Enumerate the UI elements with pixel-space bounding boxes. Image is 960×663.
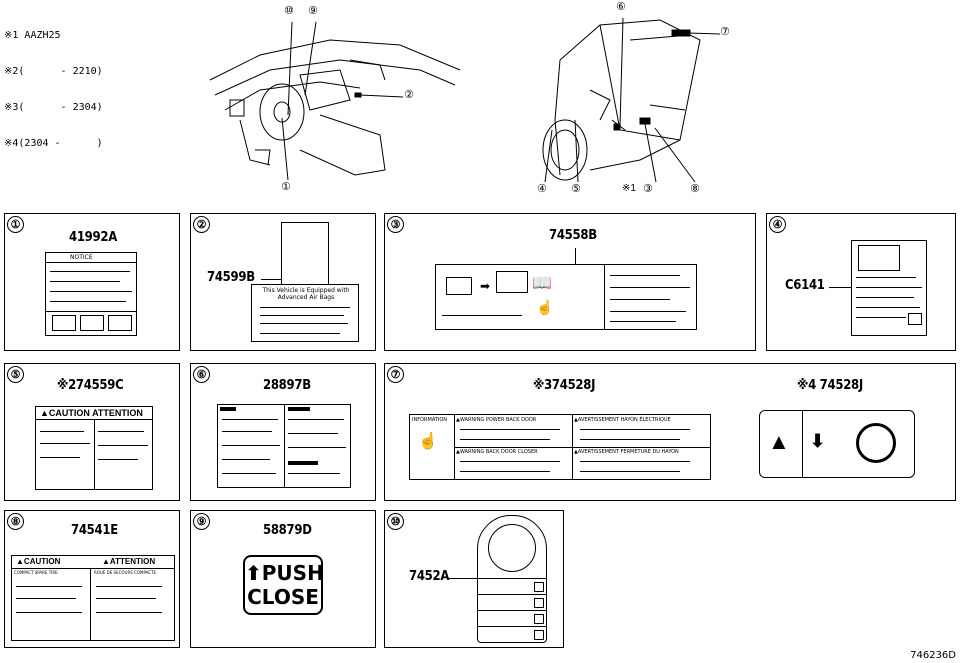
panel-6-part-number: 28897B <box>263 378 311 393</box>
panel-2-number: ② <box>193 216 210 233</box>
panel-2-part-number: 74599B <box>207 270 255 285</box>
arrow-icon: ➡ <box>480 279 491 293</box>
label-74599b: This Vehicle is Equipped with Advanced A… <box>251 284 359 342</box>
panel-5: ⑤ ※274559C ▲CAUTION ATTENTION <box>4 363 180 501</box>
label-c6141 <box>851 240 927 336</box>
panel-3-number: ③ <box>387 216 404 233</box>
panel-7-number: ⑦ <box>387 366 404 383</box>
book-icon: 📖 <box>532 275 552 292</box>
label-74528j-b: ▲ ⬇ <box>759 410 915 478</box>
panel-5-number: ⑤ <box>7 366 24 383</box>
note-3: ※3( - 2304) <box>4 102 103 113</box>
up-arrow-icon: ⬆ <box>245 561 262 585</box>
label-58879d-line2: CLOSE <box>247 585 319 609</box>
hood-strut-icon <box>858 245 900 271</box>
warning-triangle-icon: ▲ <box>768 429 790 454</box>
panel-1-number: ① <box>7 216 24 233</box>
rear-vehicle-illustration <box>542 19 701 181</box>
label-74528j-a: INFORMATION ▲WARNING POWER BACK DOOR ▲AV… <box>409 414 711 480</box>
panel-1: ① 41992A NOTICE <box>4 213 180 351</box>
overview-illustrations <box>209 17 721 183</box>
label-74599b-tab <box>281 222 329 284</box>
panel-7-part-number-b: ※4 74528J <box>797 378 863 393</box>
label-58879d-line1: PUSH <box>261 561 324 585</box>
hand-icon: ☝ <box>536 299 554 315</box>
panel-6-number: ⑥ <box>193 366 210 383</box>
hang-hole-icon <box>488 524 536 572</box>
label-28897b <box>217 404 351 488</box>
note-4: ※4(2304 - ) <box>4 138 103 149</box>
panel-9-part-number: 58879D <box>263 523 312 538</box>
callout-7: ⑦ <box>720 25 730 38</box>
panel-8-part-number: 74541E <box>71 523 118 538</box>
callout-5: ⑤ <box>571 182 581 195</box>
panel-7: ⑦ ※374528J ※4 74528J INFORMATION ▲WARNIN… <box>384 363 956 501</box>
callout-9: ⑨ <box>308 4 318 17</box>
label-74541e-caution: ▲CAUTION <box>16 557 61 566</box>
panel-10-number: ⑩ <box>387 513 404 530</box>
label-74541e-attention: ▲ATTENTION <box>102 557 156 566</box>
note-1: ※1 AAZH25 <box>4 30 61 41</box>
note-2: ※2( - 2210) <box>4 66 103 77</box>
no-hand-icon <box>856 423 896 463</box>
callout-lines <box>281 17 721 183</box>
label-74528j-avert1: ▲AVERTISSEMENT HAYON ÉLECTRIQUE <box>574 417 671 423</box>
panel-4-part-number: C6141 <box>785 278 825 293</box>
label-41992a-title: NOTICE <box>70 254 93 261</box>
callout-6: ⑥ <box>616 0 626 13</box>
panel-2: ② 74599B This Vehicle is Equipped with A… <box>190 213 376 351</box>
panel-4-number: ④ <box>769 216 786 233</box>
callout-8: ⑧ <box>690 182 700 195</box>
callout-2: ② <box>404 88 414 101</box>
callout-10: ⑩ <box>284 4 294 17</box>
panel-8-number: ⑧ <box>7 513 24 530</box>
label-7452a <box>477 515 547 643</box>
battery-icon <box>446 277 472 295</box>
variant-notes: ※1 AAZH25 ※2( - 2210) ※3( - 2304) ※4(230… <box>4 6 103 162</box>
label-74541e-sub-left: COMPACT SPARE TIRE <box>14 570 58 575</box>
panel-7-part-number-a: ※374528J <box>533 378 596 393</box>
label-74559c: ▲CAUTION ATTENTION <box>35 406 153 490</box>
callout-3: ③ <box>643 182 653 195</box>
panel-10: ⑩ 7452A <box>384 510 564 648</box>
diagram-id: 746236D <box>910 650 956 661</box>
label-74541e-sub-right: ROUE DE SECOURS COMPACTE <box>94 570 157 575</box>
panel-4: ④ C6141 <box>766 213 956 351</box>
label-41992a: NOTICE <box>45 252 137 336</box>
callout-1: ① <box>281 180 291 193</box>
panel-9-number: ⑨ <box>193 513 210 530</box>
label-74528j-warn1: ▲WARNING POWER BACK DOOR <box>456 417 537 423</box>
label-74528j-avert2: ▲AVERTISSEMENT FERMETURE DU HAYON <box>574 449 679 455</box>
label-74558b: ➡ 📖 ☝ <box>435 264 697 330</box>
dashboard-illustration <box>209 39 461 176</box>
hand-press-icon: ☝ <box>418 433 438 450</box>
callout-4: ④ <box>537 182 547 195</box>
panel-6: ⑥ 28897B <box>190 363 376 501</box>
panel-5-part-number: ※274559C <box>57 378 124 393</box>
label-74528j-warn2: ▲WARNING BACK DOOR CLOSER <box>456 449 538 455</box>
label-74541e: ▲CAUTION ▲ATTENTION COMPACT SPARE TIRE R… <box>11 555 175 641</box>
panel-1-part-number: 41992A <box>69 230 117 245</box>
label-74599b-text: This Vehicle is Equipped with Advanced A… <box>262 287 350 301</box>
panel-3: ③ 74558B ➡ 📖 ☝ <box>384 213 756 351</box>
panel-10-part-number: 7452A <box>409 569 450 584</box>
label-58879d: ⬆PUSH CLOSE <box>243 555 324 615</box>
label-74559c-title: ▲CAUTION ATTENTION <box>40 408 143 418</box>
label-74528j-info: INFORMATION <box>412 417 448 423</box>
panel-3-part-number: 74558B <box>549 228 597 243</box>
panel-8: ⑧ 74541E ▲CAUTION ▲ATTENTION COMPACT SPA… <box>4 510 180 648</box>
down-arrow-icon: ⬇ <box>810 431 826 451</box>
panel-9: ⑨ 58879D ⬆PUSH CLOSE <box>190 510 376 648</box>
callout-3-note: ※1 <box>622 183 636 194</box>
